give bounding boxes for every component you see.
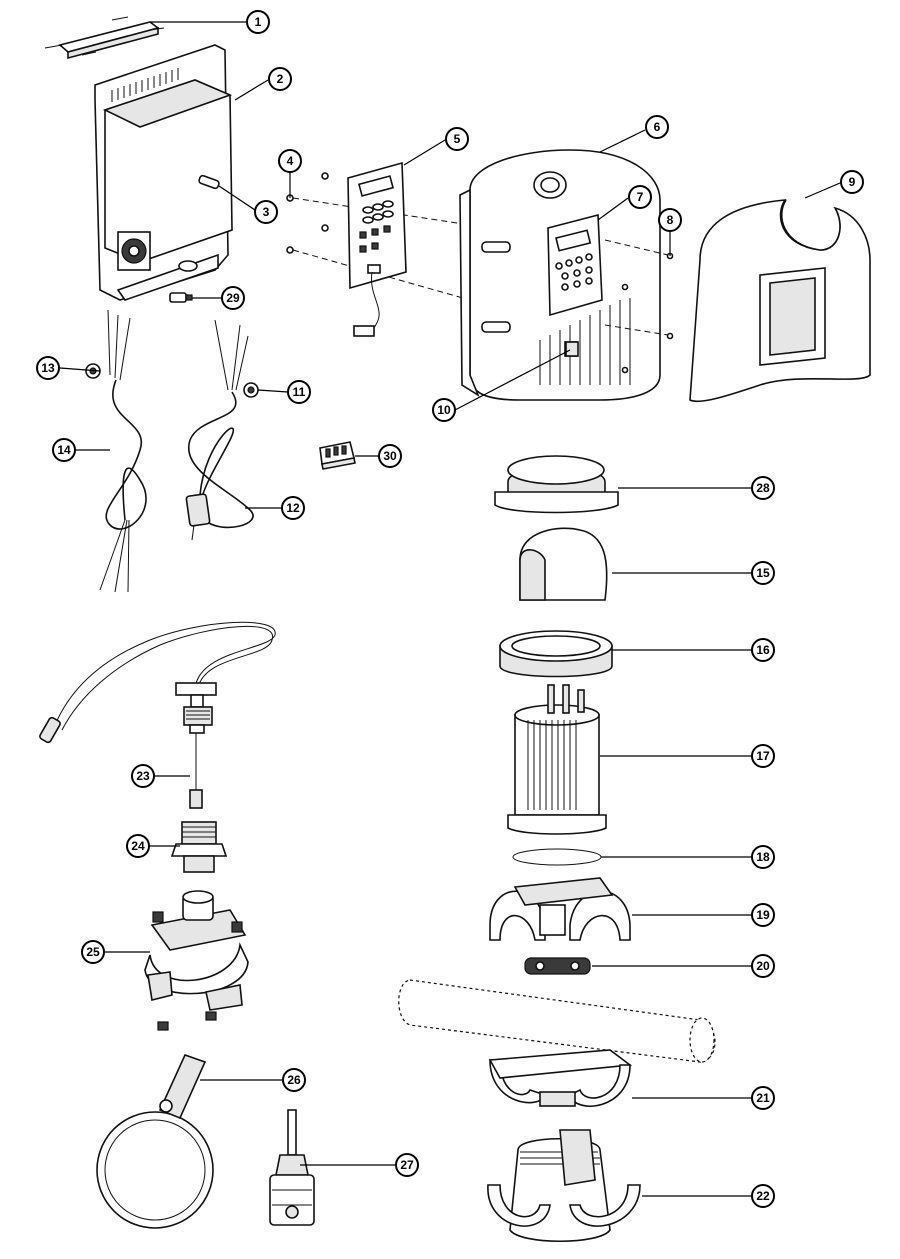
callout-10-number: 10: [437, 403, 451, 417]
callout-3-number: 3: [263, 205, 270, 219]
callout-27: 27: [395, 1153, 419, 1177]
part-cap: [494, 455, 619, 514]
callout-1-number: 1: [255, 15, 262, 29]
callout-20-number: 20: [756, 959, 770, 973]
callout-3: 3: [254, 200, 278, 224]
leader-lines: [59, 21, 841, 1197]
callout-11: 11: [287, 380, 311, 404]
callout-18: 18: [751, 845, 775, 869]
part-terminal-block: [319, 441, 356, 470]
part-circuit-board: [347, 161, 407, 337]
part-connector-29: [169, 292, 193, 303]
part-cable-gland-11: [243, 382, 259, 398]
callout-7: 7: [628, 185, 652, 209]
callout-23-number: 23: [136, 769, 150, 783]
part-o-ring: [512, 848, 602, 866]
part-gasket: [524, 957, 591, 975]
part-lock-ring: [96, 1054, 214, 1229]
pipe-dotted: [398, 979, 716, 1063]
callout-21-number: 21: [756, 1091, 770, 1105]
callout-1: 1: [246, 10, 270, 34]
part-lower-saddle: [488, 1049, 633, 1107]
part-fuse: [198, 174, 220, 190]
callout-2-number: 2: [277, 72, 284, 86]
callout-5: 5: [445, 127, 469, 151]
callout-24: 24: [126, 834, 150, 858]
callout-4: 4: [278, 149, 302, 173]
callout-30: 30: [378, 444, 402, 468]
callout-24-number: 24: [131, 839, 145, 853]
callout-5-number: 5: [454, 132, 461, 146]
callout-7-number: 7: [637, 190, 644, 204]
callout-15-number: 15: [756, 566, 770, 580]
callout-12: 12: [281, 496, 305, 520]
part-lower-housing: [487, 1129, 641, 1242]
part-cable-14: [99, 309, 147, 593]
part-wall-bracket: [44, 16, 165, 60]
callout-10: 10: [432, 398, 456, 422]
part-temp-sensor: [39, 621, 276, 809]
callout-17-number: 17: [756, 749, 770, 763]
callout-2: 2: [268, 67, 292, 91]
part-electrode-cell: [507, 684, 607, 835]
callout-26: 26: [282, 1068, 306, 1092]
callout-22-number: 22: [756, 1189, 770, 1203]
part-saddle-clamp: [144, 890, 249, 1031]
callout-14-number: 14: [57, 443, 71, 457]
callout-15: 15: [751, 561, 775, 585]
part-front-panel: [547, 213, 603, 317]
callout-22: 22: [751, 1184, 775, 1208]
callout-6: 6: [645, 115, 669, 139]
part-threaded-nipple: [170, 821, 228, 873]
callout-19: 19: [751, 903, 775, 927]
callout-25: 25: [81, 940, 105, 964]
callout-30-number: 30: [383, 449, 397, 463]
callout-4-number: 4: [287, 154, 294, 168]
callout-12-number: 12: [286, 501, 300, 515]
part-dome-cover: [519, 527, 608, 601]
callout-29-number: 29: [226, 291, 240, 305]
callout-17: 17: [751, 744, 775, 768]
callout-18-number: 18: [756, 850, 770, 864]
callout-28: 28: [751, 476, 775, 500]
part-upper-saddle: [489, 877, 631, 941]
callout-21: 21: [751, 1086, 775, 1110]
callout-13-number: 13: [41, 361, 55, 375]
callout-11-number: 11: [293, 385, 306, 399]
callout-25-number: 25: [86, 945, 100, 959]
callout-20: 20: [751, 954, 775, 978]
part-threaded-ring: [499, 630, 613, 678]
part-front-cover: [689, 199, 871, 403]
callout-29: 29: [221, 286, 245, 310]
callout-8: 8: [658, 208, 682, 232]
part-hole-saw: [269, 1109, 315, 1226]
callout-9-number: 9: [849, 175, 856, 189]
part-power-supply: [94, 44, 233, 301]
callout-27-number: 27: [400, 1158, 414, 1172]
callout-6-number: 6: [654, 120, 661, 134]
callout-19-number: 19: [756, 908, 770, 922]
callout-13: 13: [36, 356, 60, 380]
callout-26-number: 26: [287, 1073, 301, 1087]
callout-9: 9: [840, 170, 864, 194]
callout-28-number: 28: [756, 481, 770, 495]
callout-23: 23: [131, 764, 155, 788]
part-power-cord-12: [185, 319, 254, 541]
callout-16-number: 16: [756, 643, 770, 657]
part-label-10: [565, 341, 579, 357]
callout-8-number: 8: [667, 213, 674, 227]
callout-16: 16: [751, 638, 775, 662]
callout-14: 14: [52, 438, 76, 462]
